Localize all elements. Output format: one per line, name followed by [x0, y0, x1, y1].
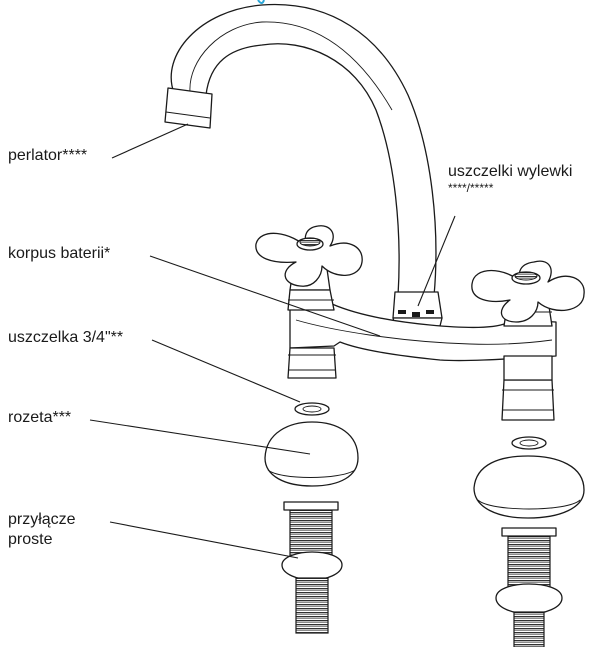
- label-aerator: perlator****: [8, 147, 88, 164]
- label-spout-gaskets-sub: ****/*****: [448, 181, 494, 195]
- left-cross-handle: [255, 225, 363, 287]
- left-rosette: [264, 421, 359, 487]
- leader-spout-gaskets: [417, 215, 456, 307]
- left-gasket: [294, 402, 330, 416]
- label-body: korpus baterii*: [8, 245, 111, 262]
- label-connector-line1: przyłącze: [8, 511, 76, 528]
- leader-aerator: [111, 123, 189, 159]
- aerator: [164, 87, 213, 129]
- label-gasket: uszczelka 3/4"**: [8, 329, 124, 346]
- right-gasket: [511, 436, 547, 450]
- left-connector: [281, 501, 343, 634]
- top-mark: [257, 0, 265, 4]
- leader-body: [149, 255, 381, 337]
- right-rosette: [473, 455, 585, 519]
- leader-gasket: [151, 339, 301, 403]
- label-connector-line2: proste: [8, 531, 53, 548]
- right-cross-handle: [471, 260, 585, 323]
- right-connector: [495, 527, 563, 647]
- label-spout-gaskets: uszczelki wylewki: [448, 163, 573, 180]
- leader-rosette: [89, 419, 311, 455]
- spout: [170, 3, 437, 297]
- leader-connector: [109, 521, 299, 559]
- label-rosette: rozeta***: [8, 409, 72, 426]
